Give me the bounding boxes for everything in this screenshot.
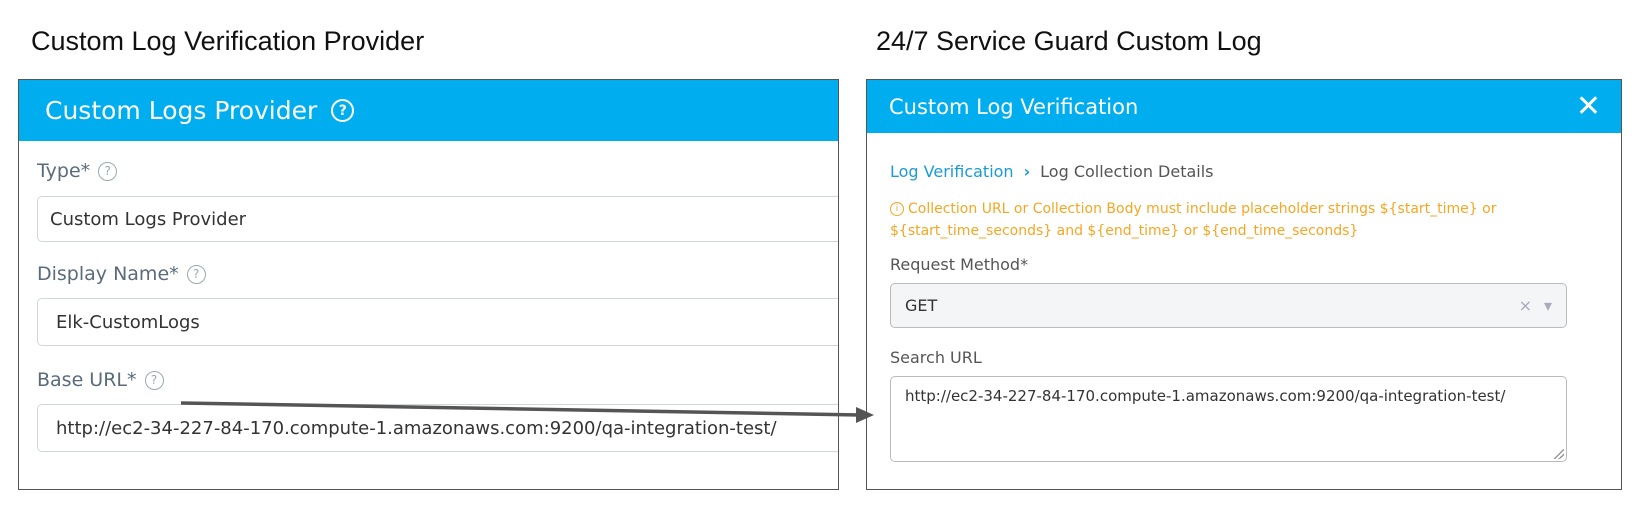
panel-title: Custom Logs Provider [45,96,318,125]
breadcrumb-current: Log Collection Details [1040,162,1214,181]
display-name-input[interactable]: Elk-CustomLogs [37,298,838,346]
type-label-text: Type* [37,160,91,182]
left-caption: Custom Log Verification Provider [31,26,425,56]
base-url-value: http://ec2-34-227-84-170.compute-1.amazo… [56,417,777,439]
info-icon: i [890,202,904,216]
breadcrumb: Log Verification › Log Collection Detail… [890,162,1214,181]
custom-logs-provider-panel: Custom Logs Provider ? Type* ? Custom Lo… [18,79,839,490]
breadcrumb-log-verification[interactable]: Log Verification [890,162,1014,181]
panel-header: Custom Log Verification ✕ [867,80,1621,133]
type-value: Custom Logs Provider [50,208,247,230]
help-circle-icon[interactable]: ? [144,370,164,390]
base-url-label-text: Base URL* [37,369,137,391]
custom-log-verification-panel: Custom Log Verification ✕ Log Verificati… [866,79,1622,490]
help-circle-icon[interactable]: ? [98,161,118,181]
close-icon[interactable]: ✕ [1575,88,1601,124]
help-circle-icon[interactable]: ? [331,99,355,122]
right-caption: 24/7 Service Guard Custom Log [876,26,1262,56]
select-controls: × ▾ [1519,296,1552,315]
type-field[interactable]: Custom Logs Provider [37,196,838,242]
request-method-select[interactable]: GET × ▾ [890,283,1567,328]
clear-icon[interactable]: × [1518,296,1532,315]
request-method-label-text: Request Method* [890,255,1029,274]
request-method-value: GET [905,296,938,315]
request-method-label: Request Method* [890,255,1028,274]
display-name-value: Elk-CustomLogs [56,311,200,333]
display-name-label-text: Display Name* [37,263,179,285]
help-circle-icon[interactable]: ? [186,264,206,284]
base-url-label: Base URL* ? [37,369,164,391]
search-url-label: Search URL [890,348,982,367]
base-url-input[interactable]: http://ec2-34-227-84-170.compute-1.amazo… [37,404,838,452]
type-label: Type* ? [37,160,118,182]
chevron-right-icon: › [1023,162,1031,181]
display-name-label: Display Name* ? [37,263,206,285]
notice-text: Collection URL or Collection Body must i… [890,201,1497,239]
caret-down-icon[interactable]: ▾ [1543,296,1552,315]
search-url-value: http://ec2-34-227-84-170.compute-1.amazo… [905,387,1506,405]
panel-title: Custom Log Verification [889,94,1139,119]
resize-handle[interactable] [1554,449,1564,459]
search-url-textarea[interactable]: http://ec2-34-227-84-170.compute-1.amazo… [890,376,1567,462]
search-url-label-text: Search URL [890,348,982,367]
panel-header: Custom Logs Provider ? [19,80,838,141]
